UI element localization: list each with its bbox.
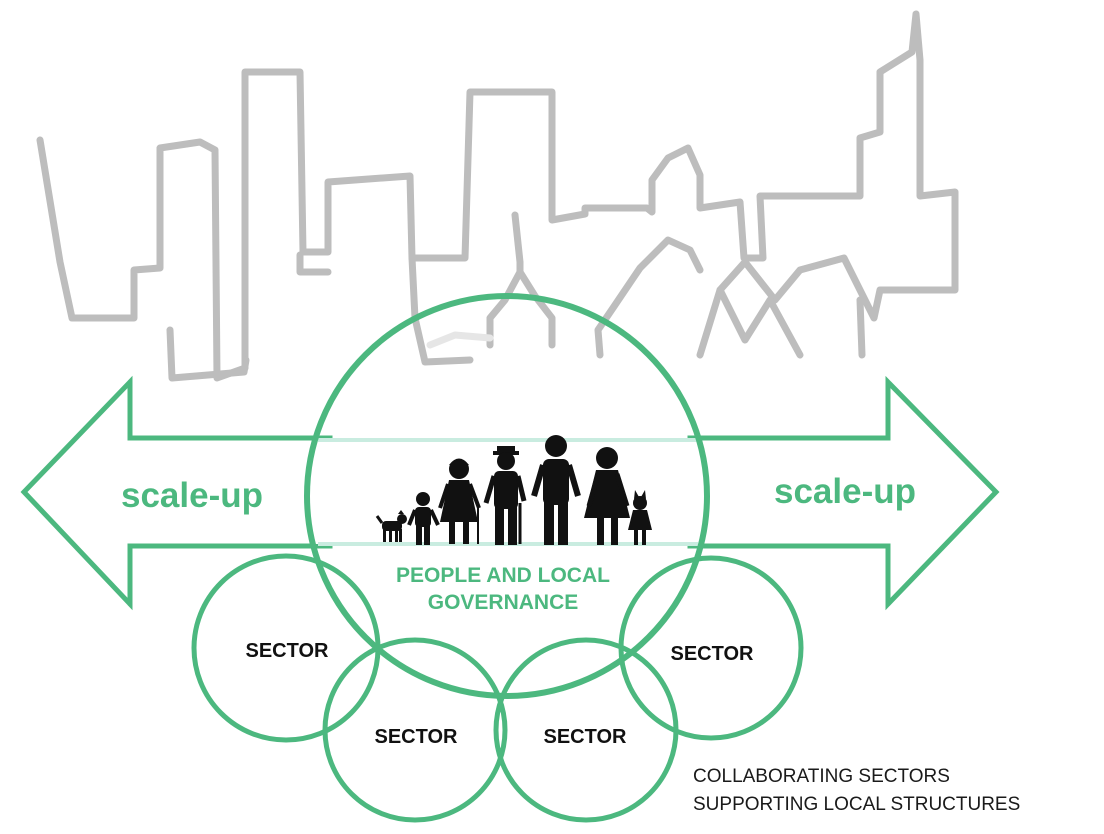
sector-circle-4: [618, 555, 804, 741]
man-icon: [531, 435, 581, 545]
arrow-right-label: scale-up: [774, 472, 916, 511]
grandfather-icon: [483, 446, 527, 545]
arrow-left-label: scale-up: [121, 476, 263, 515]
sector-label-1: SECTOR: [246, 640, 330, 662]
grandmother-icon: [438, 458, 481, 544]
center-label-line1: PEOPLE AND LOCAL: [396, 564, 610, 587]
center-label-line2: GOVERNANCE: [428, 591, 579, 614]
child-icon: [407, 492, 440, 545]
sector-circle-2: [322, 637, 508, 823]
cat-icon: [628, 490, 652, 545]
caption-line2: SUPPORTING LOCAL STRUCTURES: [693, 794, 1020, 815]
woman-icon: [584, 447, 630, 545]
dog-icon: [375, 510, 407, 542]
caption-line1: COLLABORATING SECTORS: [693, 766, 950, 787]
sector-label-3: SECTOR: [544, 726, 628, 748]
family-figures: [375, 435, 652, 545]
people-governance-circle: [304, 293, 710, 699]
city-skyline-icon: [36, 10, 959, 382]
sector-label-2: SECTOR: [375, 726, 459, 748]
sector-label-4: SECTOR: [671, 643, 755, 665]
